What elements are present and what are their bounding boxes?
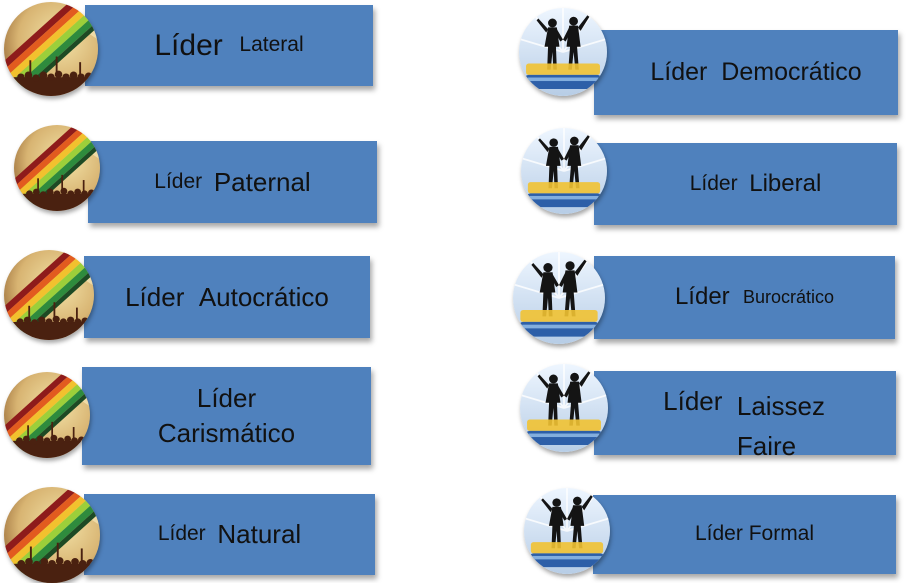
leader-label-box: Líder Burocrático [594,256,895,339]
leader-type: Laissez Faire [736,391,826,462]
leader-label-box: Líder Lateral [85,5,373,86]
leader-word: Líder [650,57,708,86]
leader-type: Burocrático [743,286,835,307]
leader-word: Líder [157,522,206,546]
leader-type: Paternal [213,166,311,197]
leader-label-box: Líder Natural [84,494,375,575]
leader-label-box: Líder Liberal [594,143,897,225]
leader-label-box: Líder Paternal [88,141,377,223]
leader-word: Líder [154,169,203,193]
leader-word: Líder [674,283,730,311]
dancing-silhouettes-logo-icon [524,488,610,574]
leader-word: Líder [154,28,223,62]
leader-type: Liberal [749,169,822,197]
dancing-silhouettes-logo-icon [520,364,608,452]
crowd-sunburst-icon [4,487,100,583]
crowd-sunburst-icon [4,2,98,96]
leader-type: Natural [217,519,302,550]
leader-type: Lateral [239,33,304,57]
leader-word: Líder [694,522,743,546]
leader-type: Autocrático [198,281,329,312]
leader-label-box: Líder Laissez Faire [594,371,896,461]
leader-word: Líder [196,383,257,414]
leader-word: Líder [663,386,723,416]
leader-type: Formal [748,522,815,546]
dancing-silhouettes-logo-icon [513,252,605,344]
leader-label-box: Líder Democrático [594,30,898,115]
leader-label-box: Líder Carismático [82,367,371,465]
leader-type: Democrático [721,57,862,86]
leader-label-box: Líder Autocrático [84,256,370,338]
crowd-sunburst-icon [4,372,90,458]
dancing-silhouettes-logo-icon [519,8,607,96]
leader-label-box: Líder Formal [593,495,896,574]
crowd-sunburst-icon [4,250,94,340]
leader-word: Líder [689,171,738,195]
leader-word: Líder [125,281,185,312]
crowd-sunburst-icon [14,125,100,211]
leader-type: Carismático [157,418,296,448]
dancing-silhouettes-logo-icon [521,128,607,214]
